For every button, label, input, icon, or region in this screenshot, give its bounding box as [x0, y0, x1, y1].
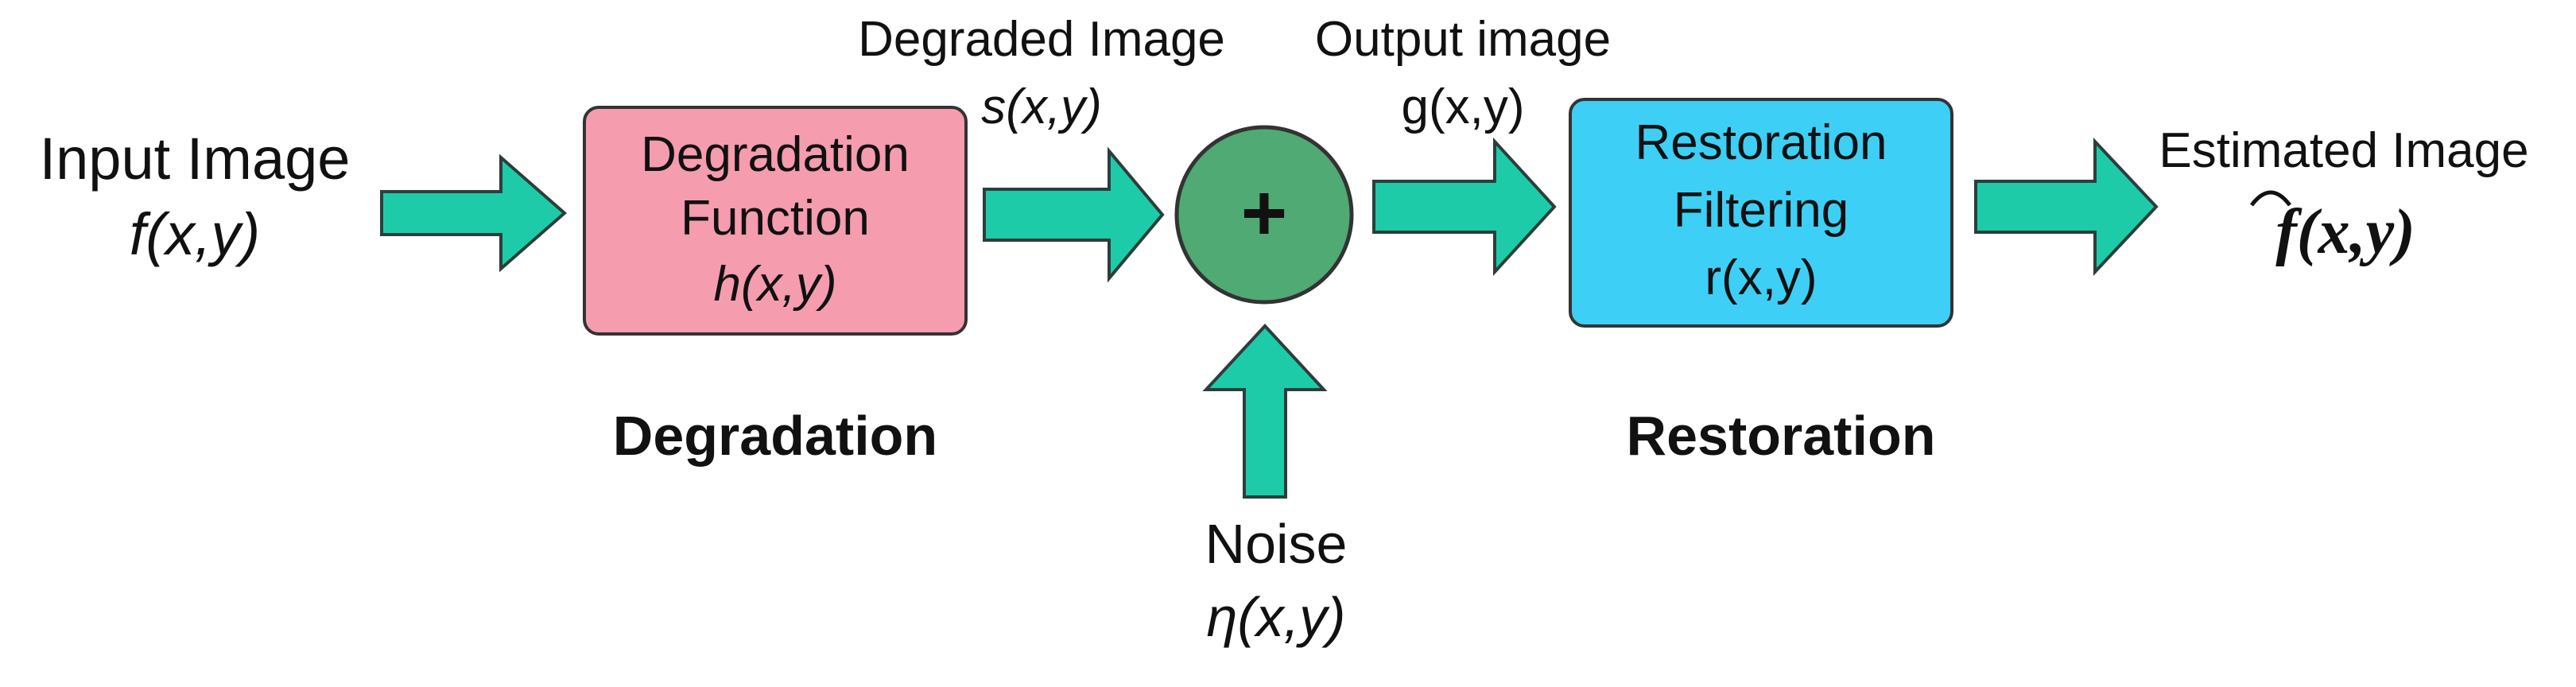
noise-arrow [1202, 324, 1328, 499]
restoration-box-line2: Filtering [1674, 183, 1849, 238]
degraded-image-symbol: s(x,y) [981, 80, 1102, 134]
degradation-stage-label: Degradation [613, 405, 937, 467]
estimated-image-label: Estimated Image [2159, 123, 2528, 178]
input-image-label: Input Image [40, 126, 351, 192]
input-arrow [380, 153, 568, 273]
restoration-stage-label: Restoration [1627, 405, 1936, 467]
degradation-box-symbol: h(x,y) [714, 257, 837, 312]
degradation-box-line1: Degradation [641, 127, 910, 182]
output-arrow [1372, 137, 1557, 277]
restoration-filtering-box [1569, 98, 1953, 328]
degraded-arrow [983, 146, 1165, 283]
noise-symbol: η(x,y) [1207, 586, 1346, 648]
degradation-function-box [583, 106, 968, 336]
estimated-hat-icon [2250, 190, 2291, 207]
degradation-box-line2: Function [681, 191, 870, 246]
estimated-arrow [1974, 137, 2159, 277]
adder-circle [1174, 125, 1354, 305]
degraded-image-label: Degraded Image [858, 12, 1225, 67]
output-image-label: Output image [1315, 12, 1611, 67]
output-image-symbol: g(x,y) [1402, 80, 1525, 134]
noise-label: Noise [1205, 513, 1348, 575]
input-image-symbol: f(x,y) [130, 201, 260, 267]
adder-plus-sign: + [1241, 169, 1287, 258]
restoration-box-line1: Restoration [1635, 115, 1887, 170]
estimated-image-symbol: f(x,y) [2275, 197, 2415, 267]
restoration-box-symbol: r(x,y) [1705, 250, 1817, 305]
